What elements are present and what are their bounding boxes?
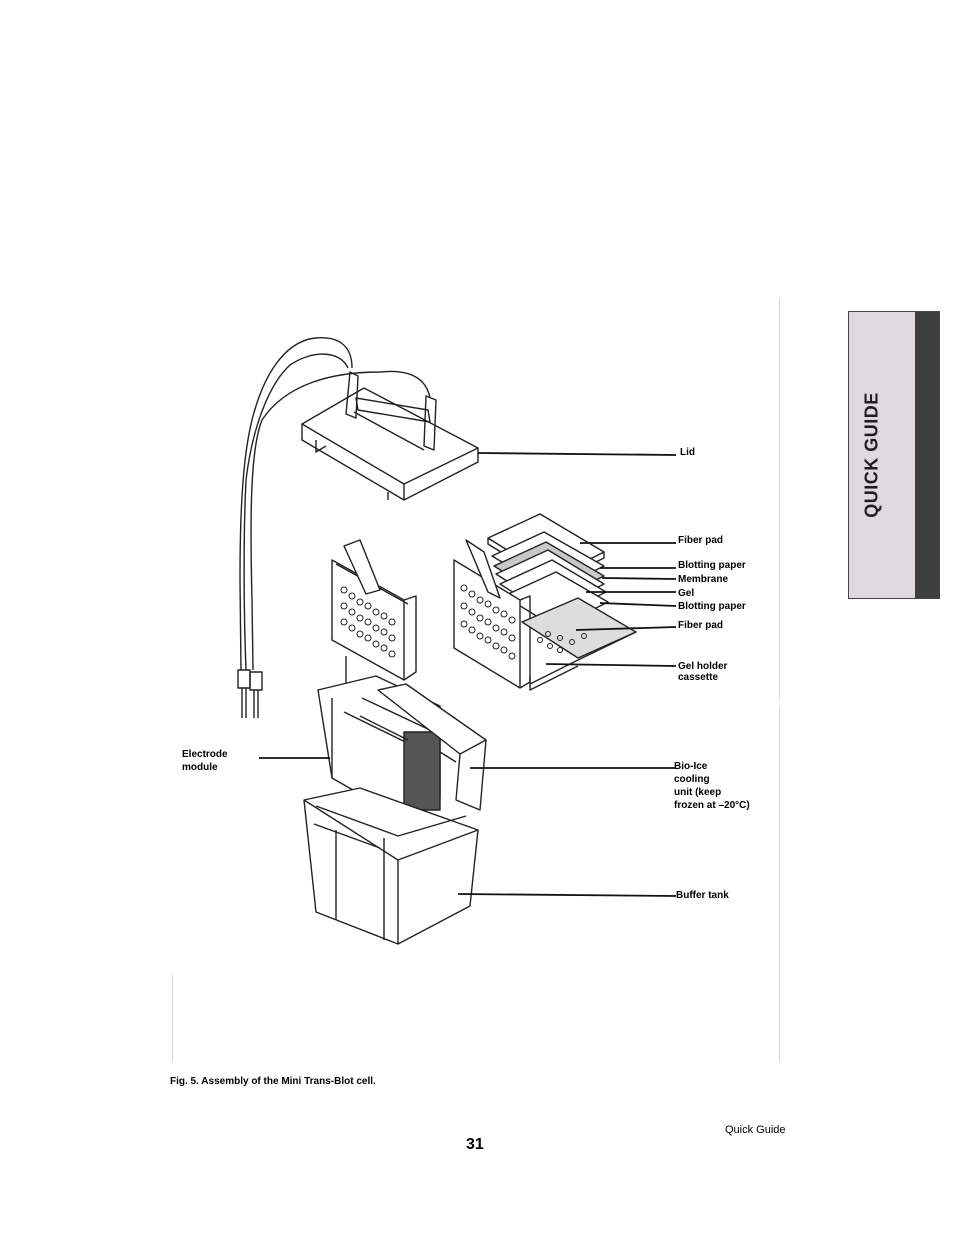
quick-guide-tab bbox=[848, 311, 940, 599]
label-gel-holder-line2: cassette bbox=[678, 672, 719, 683]
label-membrane: Membrane bbox=[678, 574, 729, 585]
leader-lines bbox=[259, 452, 677, 897]
page-number: 31 bbox=[466, 1136, 484, 1153]
label-bioice-line3: unit (keep bbox=[674, 787, 722, 798]
label-electrode-line1: Electrode bbox=[182, 749, 228, 760]
closed-cassette-drawing bbox=[331, 539, 417, 684]
label-bioice-line4: frozen at –20°C) bbox=[674, 800, 750, 811]
right-rule-upper bbox=[779, 298, 780, 700]
bio-ice-unit-drawing bbox=[377, 683, 487, 811]
gel-holder-cassette-drawing bbox=[453, 539, 637, 691]
banana-plugs bbox=[237, 669, 263, 718]
label-gel: Gel bbox=[678, 588, 695, 599]
label-buffer-tank: Buffer tank bbox=[676, 890, 729, 901]
label-bioice-line1: Bio-Ice bbox=[674, 761, 708, 772]
label-gel-holder-line1: Gel holder bbox=[678, 661, 728, 672]
cassette-holes bbox=[340, 584, 587, 660]
buffer-tank-drawing bbox=[303, 787, 479, 945]
label-fiber-pad-top: Fiber pad bbox=[678, 535, 724, 546]
quick-guide-tab-edge bbox=[915, 312, 939, 598]
power-cables bbox=[239, 337, 431, 671]
label-blotting-paper-bottom: Blotting paper bbox=[678, 601, 746, 612]
figure-caption: Fig. 5. Assembly of the Mini Trans-Blot … bbox=[170, 1076, 376, 1087]
label-electrode-line2: module bbox=[182, 762, 218, 773]
label-bioice-line2: cooling bbox=[674, 774, 710, 785]
label-fiber-pad-bottom: Fiber pad bbox=[678, 620, 724, 631]
lid-drawing bbox=[301, 371, 479, 501]
label-blotting-paper-top: Blotting paper bbox=[678, 560, 746, 571]
left-rule bbox=[172, 975, 173, 1062]
right-rule-lower bbox=[779, 707, 780, 1062]
label-lid: Lid bbox=[680, 447, 695, 458]
footer-section-label: Quick Guide bbox=[725, 1124, 786, 1136]
